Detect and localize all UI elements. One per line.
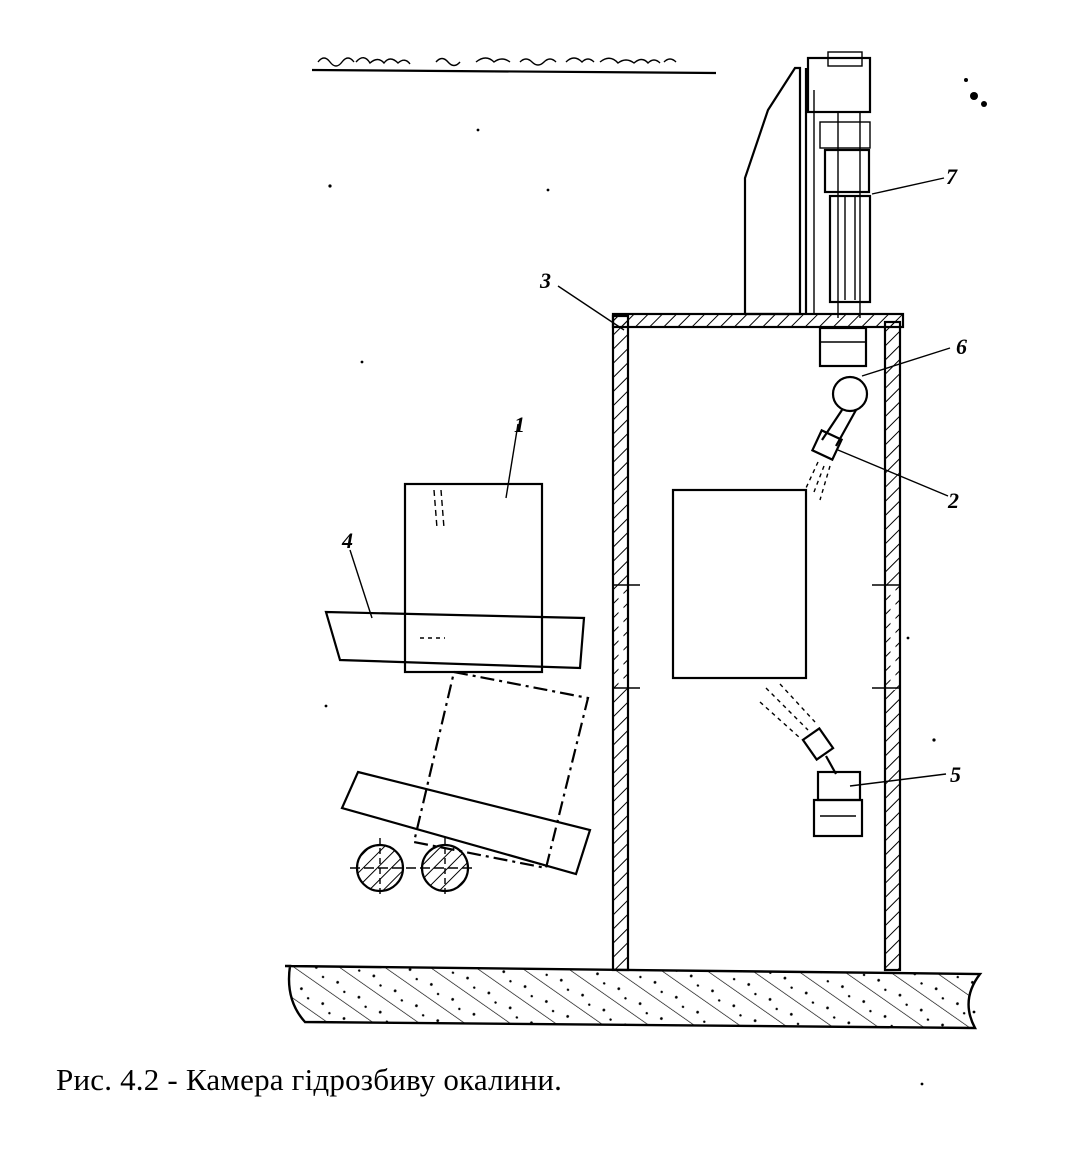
callout-3: 3 bbox=[539, 268, 551, 293]
scan-noise bbox=[324, 78, 987, 1086]
callout-1: 1 bbox=[514, 412, 525, 437]
upper-drive-mechanism bbox=[743, 51, 872, 318]
figure-caption: Рис. 4.2 - Камера гідрозбиву окалини. bbox=[56, 1062, 563, 1097]
floor-foundation bbox=[284, 964, 983, 1030]
upper-nozzle-assembly bbox=[805, 326, 869, 501]
callout-4: 4 bbox=[341, 528, 353, 553]
callout-6: 6 bbox=[956, 334, 967, 359]
workpiece-in-chamber bbox=[671, 488, 808, 680]
callout-7: 7 bbox=[946, 164, 958, 189]
lower-nozzle-assembly bbox=[759, 683, 864, 838]
callout-labels: 3 7 6 2 5 4 1 bbox=[341, 164, 967, 787]
chamber-housing bbox=[611, 312, 905, 972]
external-conveyor bbox=[324, 482, 592, 898]
callout-2: 2 bbox=[947, 488, 959, 513]
handwritten-header bbox=[311, 57, 717, 75]
callout-5: 5 bbox=[950, 762, 961, 787]
leader-lines bbox=[349, 177, 951, 787]
